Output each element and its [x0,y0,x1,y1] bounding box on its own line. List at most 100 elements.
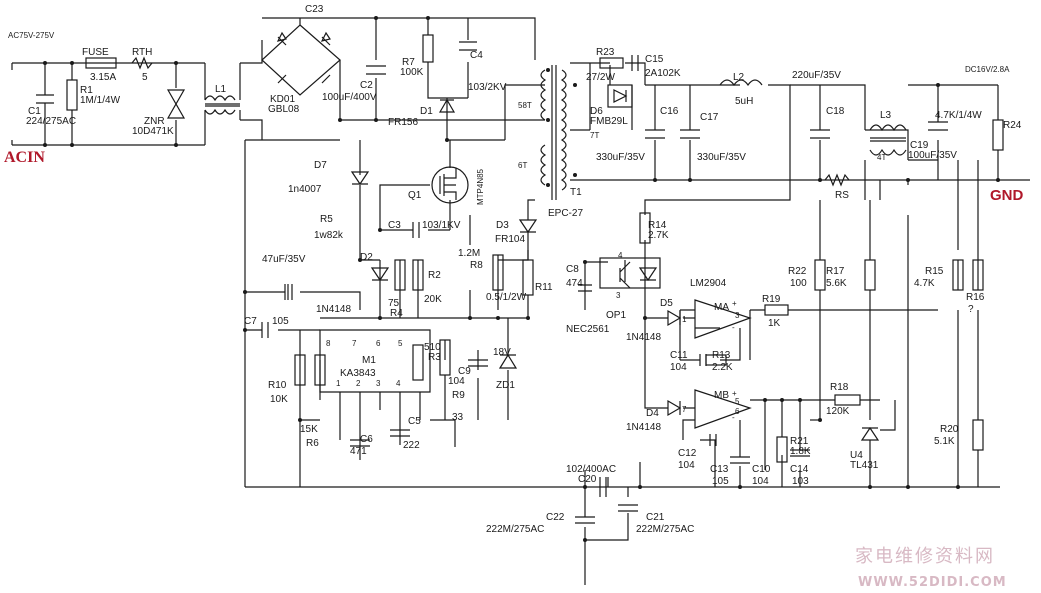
r14-label: R14 [648,220,667,231]
winding-58t: 58T [518,101,532,110]
winding-4t: 4T [877,153,886,162]
c20-label: C20 [578,474,597,485]
cap-47uf-symbol [284,284,293,300]
r23-value: 27/2W [586,72,615,83]
d2-label: D2 [360,252,373,263]
c10-label: C10 [752,464,771,475]
ma-pin-2-plus: + [732,299,737,308]
r11-value: 0.5/1/2W [486,292,527,303]
q1-symbol [431,166,469,204]
r6-label: R6 [306,438,319,449]
bridge-rectifier-symbol [261,24,341,96]
r-4k7-value: 4.7K/1/4W [935,110,982,121]
r18-label: R18 [830,382,849,393]
r9-label: R9 [452,390,465,401]
mb-label: MB [714,390,729,401]
c12-value: 104 [678,460,695,471]
ac-voltage-label: AC75V-275V [8,31,55,40]
zd1-label: ZD1 [496,380,515,391]
c18-value: 220uF/35V [792,70,841,81]
r15-value: 4.7K [914,278,935,289]
mb-pin-minus: - [732,413,735,422]
l2-symbol [719,79,763,87]
r3-value: 510 [424,342,441,353]
c13-label: C13 [710,464,729,475]
c9-value: 104 [448,376,465,387]
lm2904-label: LM2904 [690,278,727,289]
r4-symbol [394,259,406,291]
r6-symbol [314,354,326,386]
opto-pin-3: 3 [616,291,621,300]
kd01-label: KD01 [270,94,295,105]
rth-label: RTH [132,47,152,58]
znr-value: 10D471K [132,126,174,137]
c7-symbol [261,322,269,338]
r13-value: 2.2K [712,362,733,373]
d1-value: FR156 [388,117,418,128]
r8-label: R8 [470,260,483,271]
labels: AC75V-275V ACIN FUSE 3.15A RTH 5 C1 224/… [4,4,1024,535]
watermark: 家电维修资料网 WWW.52DIDI.COM [855,546,1006,590]
c8-value: 474 [566,278,583,289]
r11-symbol [522,259,534,296]
c20-symbol [599,477,607,497]
m1-value: KA3843 [340,368,376,379]
c19-symbol [928,121,948,131]
l1-symbol [204,95,236,102]
u4-symbol [860,426,880,441]
r3-label: R3 [428,352,441,363]
l2-label: L2 [733,72,745,83]
c4-label: C4 [470,50,483,61]
c11-value: 104 [670,362,687,373]
c13-symbol [730,456,750,464]
r10-symbol [294,354,306,386]
c22-label: C22 [546,512,565,523]
d4-symbol [667,399,682,417]
c15-value: 2A102K [645,68,681,79]
c5-label: C5 [408,416,421,427]
d6-label: D6 [590,106,603,117]
gnd-label: GND [990,187,1024,204]
rs-label: RS [835,190,849,201]
r22-value: 100 [790,278,807,289]
r19-symbol [764,304,789,316]
c5-value: 222 [403,440,420,451]
l3-label: L3 [880,110,892,121]
znr-label: ZNR [144,116,165,127]
dc-output-label: DC16V/2.8A [965,65,1010,74]
c20-value: 102/400AC [566,464,616,475]
r18-value: 120K [826,406,850,417]
mb-pin-5: 5 [735,397,740,406]
m1-label: M1 [362,355,376,366]
c18-label: C18 [826,106,845,117]
t1-symbol [540,69,547,121]
r16-label: R16 [966,292,985,303]
r20-value: 5.1K [934,436,955,447]
d4-value: 1N4148 [626,422,661,433]
t1-label: T1 [570,187,582,198]
rs-symbol [824,173,850,187]
r20-label: R20 [940,424,959,435]
r2-value: 20K [424,294,442,305]
epc27-label: EPC-27 [548,208,583,219]
znr-symbol [166,89,186,119]
winding-7t: 7T [590,131,599,140]
l3-symbol [869,124,907,132]
r13-label: R13 [712,350,731,361]
c13-value: 105 [712,476,729,487]
c22-value: 222M/275AC [486,524,544,535]
c7-value: 105 [272,316,289,327]
r16-symbol [972,259,984,291]
d5-label: D5 [660,298,673,309]
pin-7: 7 [352,339,357,348]
c9-label: C9 [458,366,471,377]
r17-value: 5.6K [826,278,847,289]
r2-label: R2 [428,270,441,281]
c6-label: C6 [360,434,373,445]
ma-pin-3: 3 [735,311,740,320]
gbl08-label: GBL08 [268,104,300,115]
c7-label: C7 [244,316,257,327]
r7-label: R7 [402,57,415,68]
d7-label: D7 [314,160,327,171]
